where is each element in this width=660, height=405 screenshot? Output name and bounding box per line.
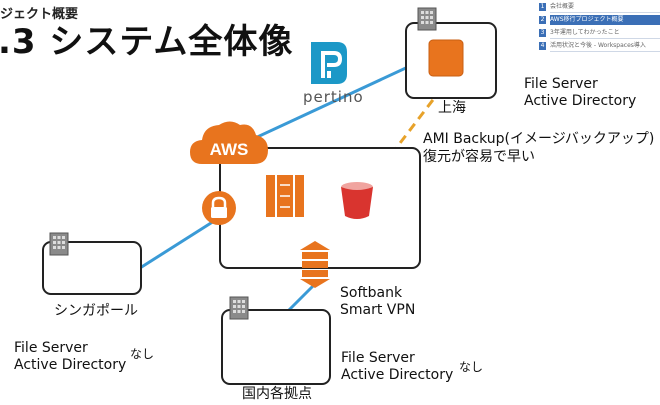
building-icon bbox=[49, 232, 69, 256]
agenda-number: 4 bbox=[539, 42, 546, 50]
agenda-label: 3年運用してわかったこと bbox=[550, 28, 660, 39]
agenda-item-active: 2 AWS移行プロジェクト概要 bbox=[539, 15, 660, 25]
building-icon bbox=[229, 296, 249, 320]
domestic-active-directory: Active Directory bbox=[341, 367, 454, 383]
agenda-item: 1 会社概要 bbox=[539, 2, 660, 13]
domestic-vpn-link bbox=[285, 284, 315, 314]
agenda-label: 会社概要 bbox=[550, 2, 660, 13]
aws-cloud-icon: AWS bbox=[190, 121, 268, 164]
ec2-instance-icon bbox=[266, 175, 304, 217]
domestic-label: 国内各拠点 bbox=[242, 386, 312, 402]
agenda-label: 活用状況と今後 - Workspaces導入 bbox=[550, 41, 660, 52]
backup-dashed-arrow bbox=[376, 87, 444, 173]
aws-label: AWS bbox=[210, 140, 249, 159]
shanghai-label: 上海 bbox=[438, 100, 466, 116]
server-instance-icon bbox=[428, 39, 464, 77]
domestic-file-server: File Server bbox=[341, 350, 415, 366]
vpn-gateway-icon bbox=[300, 241, 330, 288]
domestic-note: なし bbox=[459, 360, 484, 374]
section-subtitle: ジェクト概要 bbox=[0, 7, 79, 22]
singapore-link bbox=[139, 214, 223, 270]
vpn-label-line1: Softbank bbox=[340, 285, 403, 301]
agenda-number: 3 bbox=[539, 29, 546, 37]
singapore-label: シンガポール bbox=[54, 303, 138, 319]
agenda-number: 1 bbox=[539, 3, 546, 11]
agenda-thumbnail: 1 会社概要 2 AWS移行プロジェクト概要 3 3年運用してわかったこと 4 … bbox=[539, 2, 660, 54]
singapore-file-server: File Server bbox=[14, 340, 88, 356]
pertino-logo-icon bbox=[311, 42, 347, 84]
domestic-site-box bbox=[221, 309, 331, 385]
agenda-label: AWS移行プロジェクト概要 bbox=[550, 15, 660, 25]
singapore-note: なし bbox=[130, 347, 155, 361]
lock-icon bbox=[202, 191, 236, 225]
singapore-active-directory: Active Directory bbox=[14, 357, 127, 373]
vpn-label-line2: Smart VPN bbox=[340, 302, 416, 318]
backup-note-line1: AMI Backup(イメージバックアップ) bbox=[423, 131, 655, 147]
shanghai-file-server: File Server bbox=[524, 76, 598, 92]
page-title: .3 システム全体像 bbox=[0, 22, 294, 62]
agenda-item: 4 活用状況と今後 - Workspaces導入 bbox=[539, 41, 660, 52]
backup-note-line2: 復元が容易で早い bbox=[423, 149, 535, 165]
s3-bucket-icon bbox=[341, 182, 373, 219]
agenda-item: 3 3年運用してわかったこと bbox=[539, 28, 660, 39]
pertino-label: pertino bbox=[303, 88, 364, 106]
shanghai-active-directory: Active Directory bbox=[524, 93, 637, 109]
agenda-number: 2 bbox=[539, 16, 546, 24]
building-icon bbox=[417, 7, 437, 31]
